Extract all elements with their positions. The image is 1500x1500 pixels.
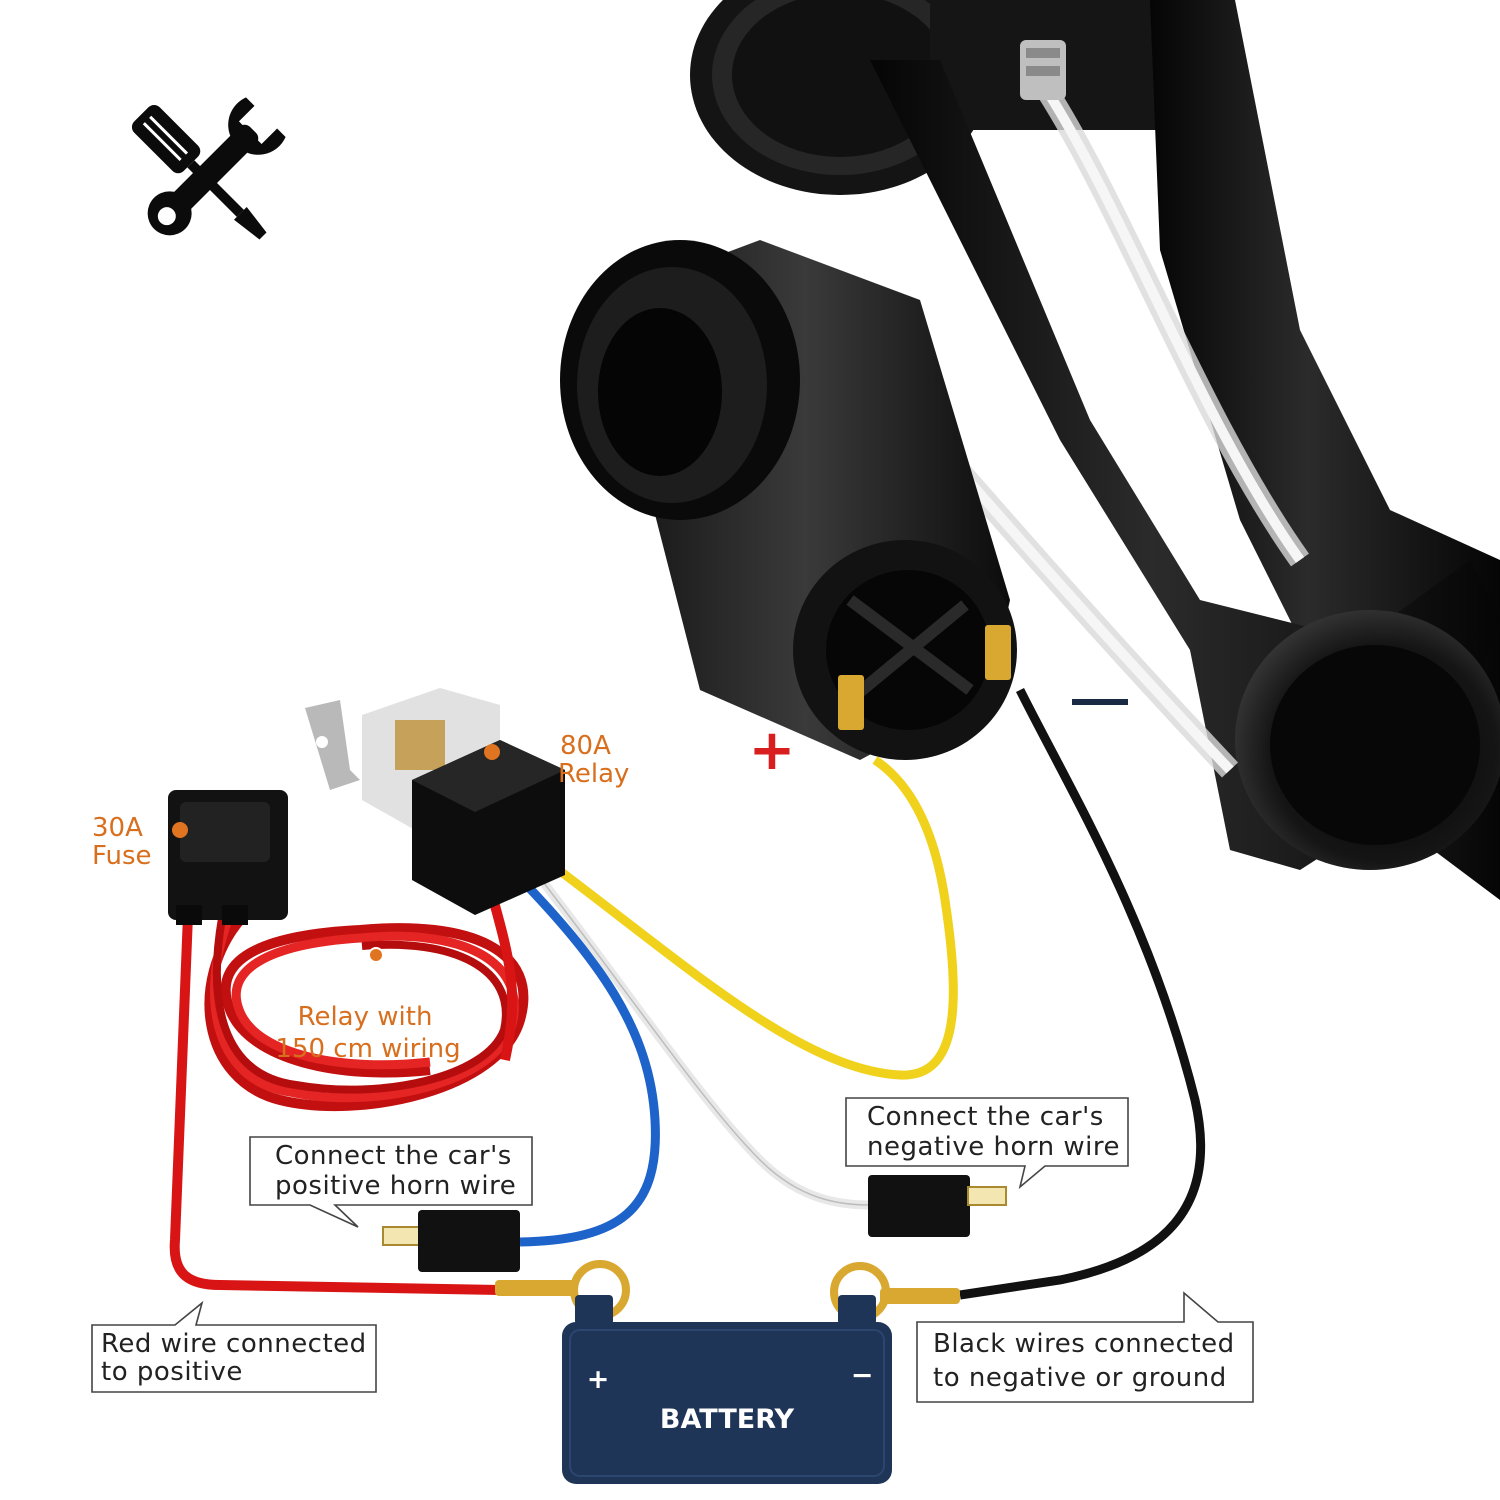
fuse-label: 30A — [92, 813, 143, 843]
compressor-icon — [560, 240, 1017, 760]
svg-text:Connect the car's: Connect the car's — [275, 1141, 512, 1171]
tools-icon — [131, 97, 286, 240]
callout-red-wire: Red wire connected to positive — [91, 1300, 377, 1393]
callout-positive-horn: Connect the car's positive horn wire — [249, 1136, 533, 1228]
wires — [169, 687, 1206, 1322]
svg-text:negative horn wire: negative horn wire — [867, 1132, 1120, 1162]
battery-minus: − — [851, 1360, 874, 1391]
battery-icon: + − BATTERY — [562, 1295, 892, 1484]
negative-horn-connector — [868, 1175, 1007, 1237]
svg-text:Connect the car's: Connect the car's — [867, 1102, 1104, 1132]
svg-text:to negative or ground: to negative or ground — [933, 1363, 1227, 1393]
svg-text:to positive: to positive — [101, 1357, 243, 1387]
relay-icon — [305, 688, 565, 915]
horn-plus-sign: + — [749, 718, 796, 783]
wiring-label-line2: 150 cm wiring — [275, 1034, 460, 1064]
wiring-label: Relay with — [298, 1002, 433, 1032]
battery-body — [562, 1322, 892, 1484]
svg-text:Black wires connected: Black wires connected — [933, 1329, 1235, 1359]
callout-negative-horn: Connect the car's negative horn wire — [845, 1097, 1129, 1190]
air-horn-icon — [690, 0, 1500, 900]
callout-black-wire: Black wires connected to negative or gro… — [916, 1291, 1254, 1403]
fuse-holder-icon — [168, 790, 288, 925]
svg-text:Red wire connected: Red wire connected — [101, 1329, 367, 1359]
relay-marker — [484, 744, 500, 760]
fuse-marker — [172, 822, 188, 838]
battery-label: BATTERY — [660, 1404, 795, 1435]
relay-label-line2: Relay — [558, 759, 629, 789]
wiring-marker — [368, 947, 384, 963]
relay-label: 80A — [560, 731, 611, 761]
battery-plus: + — [587, 1364, 610, 1395]
positive-horn-connector — [382, 1210, 520, 1272]
fuse-label-line2: Fuse — [92, 841, 152, 871]
svg-text:positive horn wire: positive horn wire — [275, 1171, 516, 1201]
